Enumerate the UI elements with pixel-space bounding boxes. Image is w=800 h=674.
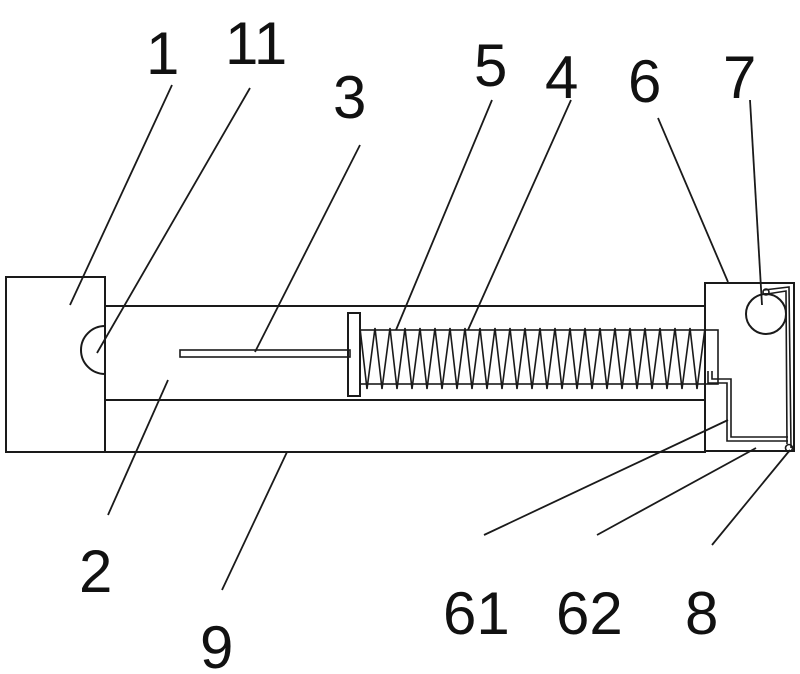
leader-62	[596, 447, 757, 536]
pivot-top	[762, 288, 770, 296]
rod	[179, 349, 351, 358]
latch-inner	[711, 371, 788, 438]
label-2: 2	[79, 538, 112, 605]
leader-11	[96, 87, 251, 354]
channel	[104, 305, 706, 401]
leader-3	[254, 144, 361, 353]
leader-61	[483, 419, 729, 536]
cable	[763, 286, 792, 449]
base-plate	[104, 399, 706, 453]
label-5: 5	[474, 32, 507, 99]
label-6: 6	[628, 48, 661, 115]
leader-2	[107, 379, 169, 516]
leader-5	[395, 99, 493, 331]
spring	[359, 327, 706, 390]
circle-part	[745, 293, 787, 335]
leader-4	[467, 99, 572, 331]
label-11: 11	[225, 10, 287, 77]
leader-7	[749, 99, 763, 306]
label-8: 8	[685, 580, 718, 647]
half-circle-recess	[80, 325, 106, 375]
label-3: 3	[333, 64, 366, 131]
label-1: 1	[146, 20, 179, 87]
label-7: 7	[723, 44, 756, 111]
latch	[707, 371, 788, 442]
leader-8	[711, 449, 791, 546]
label-4: 4	[545, 44, 578, 111]
label-62: 62	[556, 580, 623, 647]
leader-1	[69, 84, 173, 306]
label-61: 61	[443, 580, 510, 647]
leader-9	[221, 451, 288, 591]
cable-inner	[766, 290, 788, 445]
label-9: 9	[200, 614, 233, 674]
left-block	[5, 276, 106, 453]
leader-6	[657, 117, 729, 283]
